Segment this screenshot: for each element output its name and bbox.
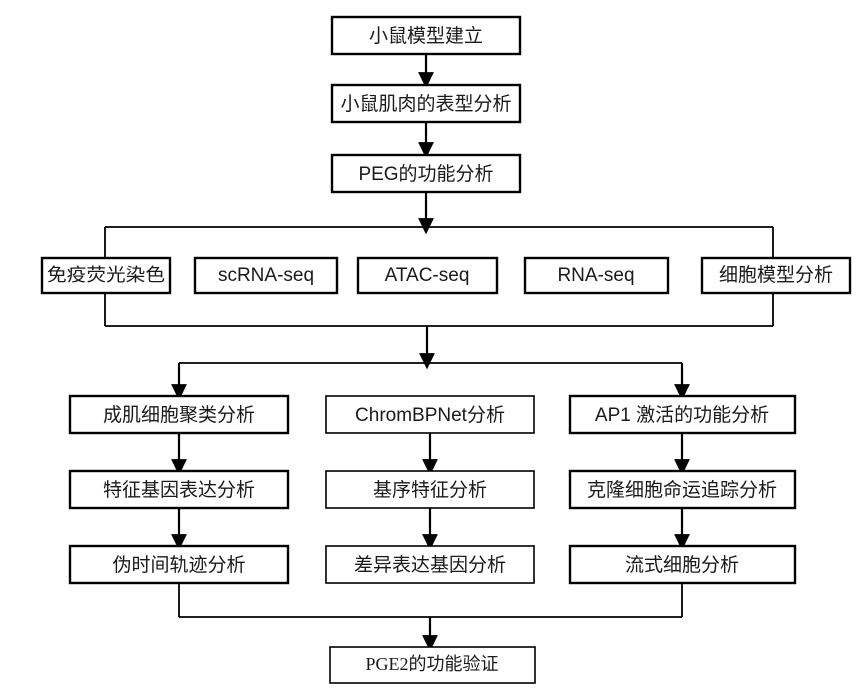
node-label: scRNA-seq	[218, 265, 314, 286]
node-ap1-activation-function-analysis[interactable]: AP1 激活的功能分析	[568, 394, 797, 435]
collection-bracket-conclusion	[178, 583, 683, 652]
node-box	[330, 83, 522, 124]
node-flow-cytometry-analysis[interactable]: 流式细胞分析	[568, 544, 797, 585]
node-peg-function-analysis[interactable]: PEG的功能分析	[330, 153, 522, 194]
node-label: 特征基因表达分析	[103, 479, 255, 501]
node-box	[68, 544, 290, 585]
node-label: ATAC-seq	[385, 265, 470, 286]
node-atac-seq[interactable]: ATAC-seq	[356, 256, 499, 295]
node-box	[68, 394, 290, 435]
node-label: ChromBPNet分析	[355, 404, 505, 426]
node-label: 小鼠肌肉的表型分析	[340, 93, 511, 115]
node-cell-model-analysis[interactable]: 细胞模型分析	[700, 256, 852, 295]
node-label: RNA-seq	[557, 265, 634, 286]
node-box	[700, 256, 852, 295]
node-differential-gene-expression-analysis[interactable]: 差异表达基因分析	[325, 545, 535, 584]
node-label: 细胞模型分析	[719, 264, 833, 286]
node-box	[568, 544, 797, 585]
node-pge2-function-validation[interactable]: PGE2的功能验证	[329, 646, 536, 684]
node-mouse-model-establishment[interactable]: 小鼠模型建立	[330, 15, 522, 56]
node-label: PEG的功能分析	[358, 163, 493, 185]
analysis-column-3: AP1 激活的功能分析 克隆细胞命运追踪分析 流式细胞分析	[568, 394, 797, 585]
node-box	[523, 256, 670, 295]
node-label: 小鼠模型建立	[369, 25, 483, 47]
node-chrombpnet-analysis[interactable]: ChromBPNet分析	[325, 395, 535, 434]
node-label: PGE2的功能验证	[365, 654, 498, 674]
node-box	[568, 469, 797, 510]
node-box	[330, 153, 522, 194]
node-box	[329, 646, 536, 684]
node-box	[193, 256, 339, 295]
node-motif-feature-analysis[interactable]: 基序特征分析	[325, 470, 535, 509]
node-box	[356, 256, 499, 295]
collection-bracket-methods	[104, 293, 773, 370]
node-myoblast-clustering-analysis[interactable]: 成肌细胞聚类分析	[68, 394, 290, 435]
node-label: 成肌细胞聚类分析	[103, 404, 255, 426]
top-chain-group: 小鼠模型建立 小鼠肌肉的表型分析 PEG的功能分析	[330, 15, 522, 194]
node-rna-seq[interactable]: RNA-seq	[523, 256, 670, 295]
node-box	[40, 256, 172, 295]
methods-row-group: 免疫荧光染色 scRNA-seq ATAC-seq RNA-seq 细胞模型分析	[40, 256, 852, 295]
node-muscle-phenotype-analysis[interactable]: 小鼠肌肉的表型分析	[330, 83, 522, 124]
node-label: 免疫荧光染色	[47, 265, 165, 285]
node-label: 差异表达基因分析	[354, 554, 506, 576]
node-clonal-cell-fate-tracing-analysis[interactable]: 克隆细胞命运追踪分析	[568, 469, 797, 510]
node-scrna-seq[interactable]: scRNA-seq	[193, 256, 339, 295]
node-marker-gene-expression-analysis[interactable]: 特征基因表达分析	[68, 469, 290, 510]
distribution-bracket-analysis	[171, 362, 690, 401]
node-box	[325, 395, 535, 434]
node-label: 伪时间轨迹分析	[112, 554, 245, 576]
node-label: 克隆细胞命运追踪分析	[587, 479, 777, 501]
node-label: 基序特征分析	[373, 479, 487, 501]
node-pseudotime-trajectory-analysis[interactable]: 伪时间轨迹分析	[68, 544, 290, 585]
node-immunofluorescence-staining[interactable]: 免疫荧光染色	[40, 256, 172, 295]
analysis-column-2: ChromBPNet分析 基序特征分析 差异表达基因分析	[325, 395, 535, 584]
node-box	[325, 545, 535, 584]
node-label: AP1 激活的功能分析	[595, 404, 769, 426]
analysis-column-1: 成肌细胞聚类分析 特征基因表达分析 伪时间轨迹分析	[68, 394, 290, 585]
node-box	[568, 394, 797, 435]
node-label: 流式细胞分析	[625, 554, 739, 576]
